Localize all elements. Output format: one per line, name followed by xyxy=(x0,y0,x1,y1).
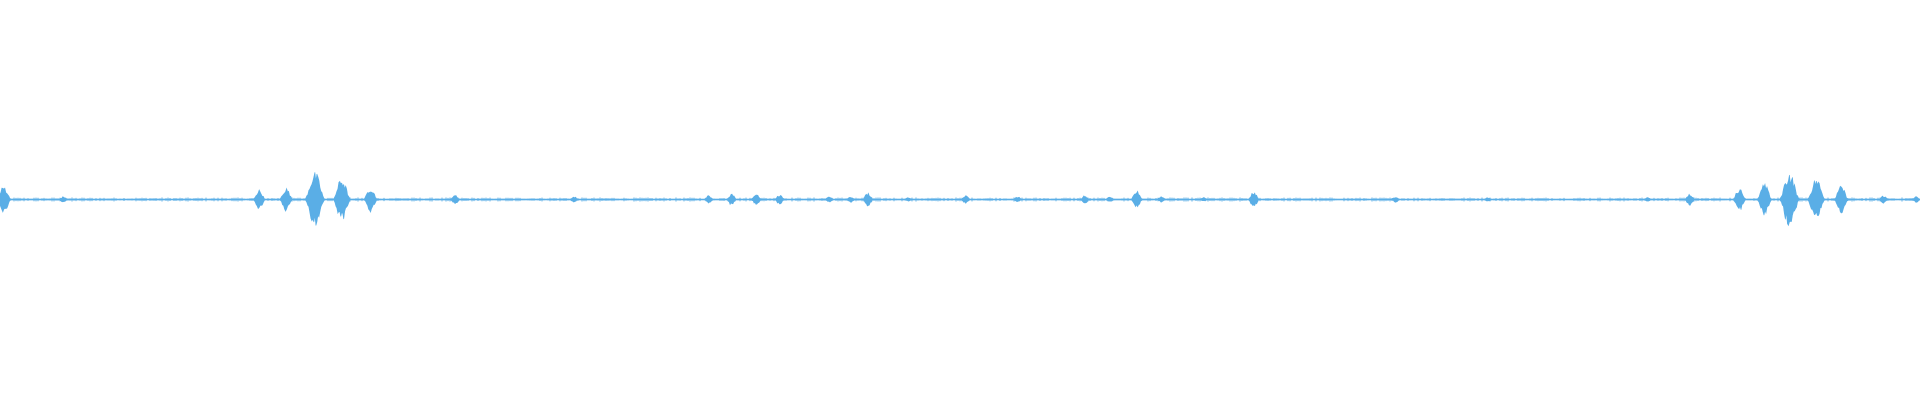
waveform-bursts xyxy=(0,172,1920,227)
waveform-burst xyxy=(1390,197,1402,203)
waveform-burst xyxy=(902,197,914,202)
waveform-burst xyxy=(1130,190,1144,208)
waveform-burst xyxy=(1156,196,1168,203)
waveform-burst xyxy=(363,191,378,213)
waveform-burst xyxy=(1732,189,1747,210)
waveform-burst xyxy=(0,187,12,213)
waveform-burst xyxy=(1641,197,1652,202)
waveform-burst xyxy=(1482,197,1494,202)
waveform-burst xyxy=(702,195,715,204)
waveform-burst xyxy=(1878,195,1890,204)
waveform-burst xyxy=(1247,192,1261,207)
waveform-burst xyxy=(1079,195,1091,204)
waveform-burst xyxy=(1199,197,1209,202)
waveform-burst xyxy=(279,187,294,212)
waveform-burst xyxy=(725,193,738,206)
waveform-burst xyxy=(1756,182,1773,216)
waveform-burst xyxy=(449,195,461,205)
waveform-burst xyxy=(773,194,786,205)
waveform-burst xyxy=(252,189,266,210)
waveform-burst xyxy=(1778,174,1800,227)
waveform-burst xyxy=(1807,180,1826,217)
waveform-burst xyxy=(332,180,351,220)
waveform-burst xyxy=(304,172,326,226)
waveform-burst xyxy=(1910,196,1920,203)
waveform-burst xyxy=(824,196,835,203)
waveform-burst xyxy=(750,194,763,205)
waveform-burst xyxy=(861,192,874,207)
waveform-burst xyxy=(1104,196,1116,202)
waveform-burst xyxy=(1012,196,1024,203)
waveform-burst xyxy=(1683,193,1696,206)
waveform-burst xyxy=(568,196,580,203)
waveform-burst xyxy=(1833,185,1849,214)
waveform-burst xyxy=(57,196,69,203)
waveform-burst xyxy=(845,197,857,203)
waveform-burst xyxy=(960,195,972,204)
